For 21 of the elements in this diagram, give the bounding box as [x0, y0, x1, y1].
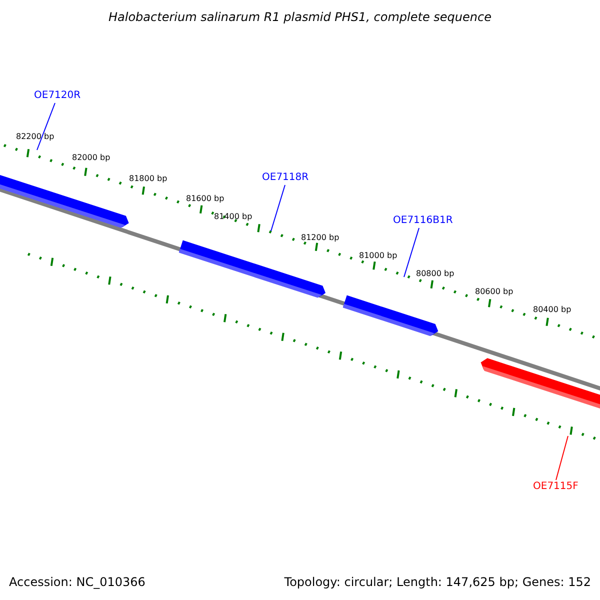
scale-label: 81200 bp — [301, 234, 340, 242]
scale-label: 81600 bp — [186, 195, 224, 203]
scale-label: 81000 bp — [359, 252, 398, 260]
gene-label: OE7116B1R — [393, 216, 453, 226]
accession-text: Accession: NC_010366 — [9, 576, 146, 588]
scale-label: 82200 bp — [16, 133, 54, 141]
gene-label: OE7118R — [262, 173, 309, 183]
leader-line — [556, 436, 568, 480]
leader-line — [36, 102, 56, 150]
leader-line — [270, 184, 286, 232]
scale-label: 80600 bp — [475, 288, 514, 296]
title: Halobacterium salinarum R1 plasmid PHS1, complete sequence — [108, 11, 492, 23]
scale-label: 80800 bp — [416, 270, 454, 278]
gene-label: OE7115F — [533, 482, 578, 492]
scale-label: 81800 bp — [129, 175, 168, 183]
scale-label: 80400 bp — [533, 306, 572, 314]
scale-label: 81400 bp — [214, 213, 252, 221]
summary-text: Topology: circular; Length: 147,625 bp; Genes: 152 — [284, 576, 591, 588]
leader-line — [404, 228, 420, 278]
gene-label: OE7120R — [34, 91, 81, 101]
scale-label: 82000 bp — [72, 154, 110, 162]
